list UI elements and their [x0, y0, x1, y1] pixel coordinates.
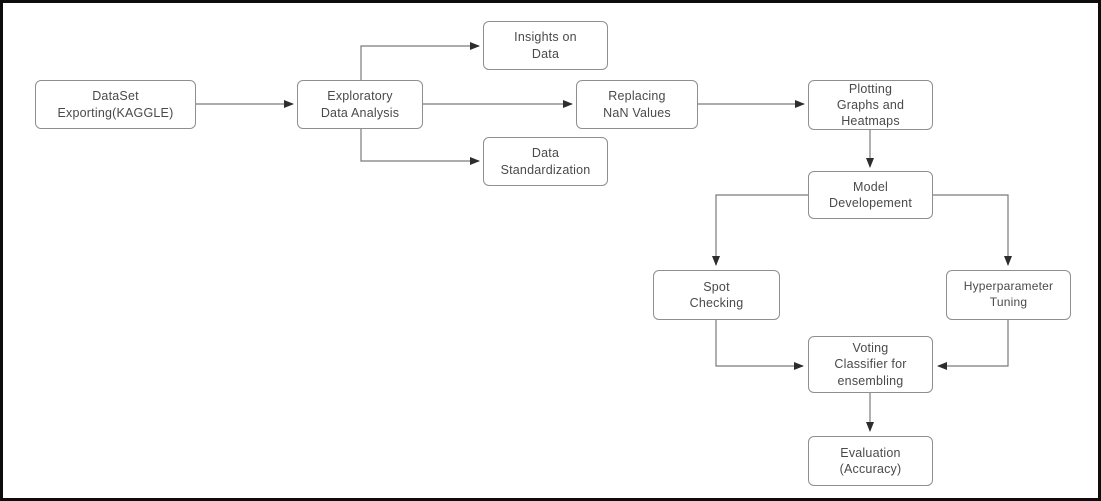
- edge-spot-to-voting: [715, 320, 804, 370]
- node-model-developement: Model Developement: [808, 171, 933, 219]
- edge-model-to-spot: [712, 194, 808, 266]
- node-dataset-exporting: DataSet Exporting(KAGGLE): [35, 80, 196, 129]
- node-evaluation-accuracy: Evaluation (Accuracy): [808, 436, 933, 486]
- node-voting-classifier: Voting Classifier for ensembling: [808, 336, 933, 393]
- edge-eda-to-datastd: [360, 129, 480, 165]
- node-plotting-graphs-heatmaps: Plotting Graphs and Heatmaps: [808, 80, 933, 130]
- node-insights-on-data: Insights on Data: [483, 21, 608, 70]
- node-data-standardization: Data Standardization: [483, 137, 608, 186]
- node-exploratory-data-analysis: Exploratory Data Analysis: [297, 80, 423, 129]
- connector-layer: [196, 42, 1012, 432]
- node-hyperparameter-tuning: Hyperparameter Tuning: [946, 270, 1071, 320]
- edge-hyper-to-voting: [937, 320, 1009, 370]
- edge-model-to-hyper: [933, 194, 1012, 266]
- node-spot-checking: Spot Checking: [653, 270, 780, 320]
- edge-eda-to-insights: [360, 42, 480, 80]
- node-replacing-nan-values: Replacing NaN Values: [576, 80, 698, 129]
